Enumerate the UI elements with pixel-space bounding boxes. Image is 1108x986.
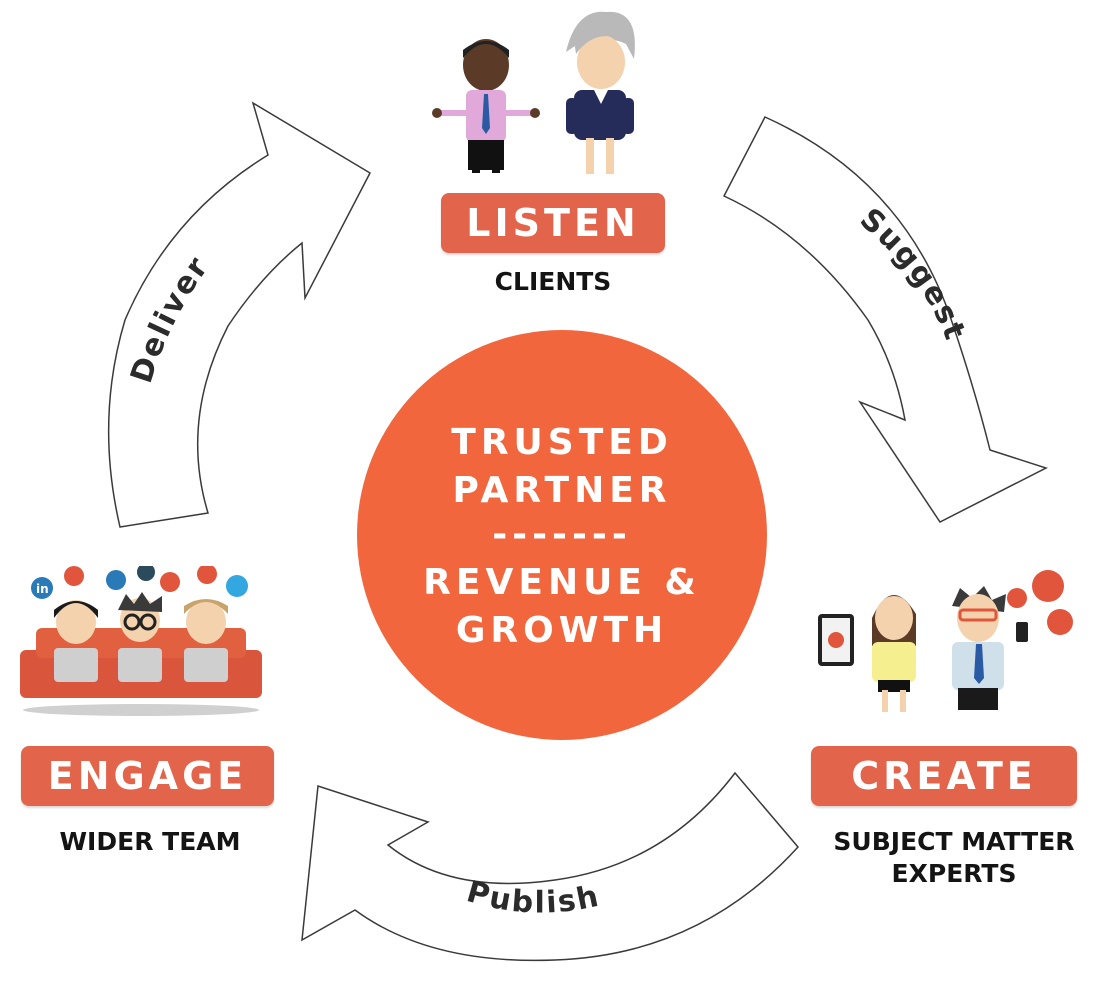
clients-illustration [432, 39, 540, 173]
phone-icon [1016, 622, 1028, 642]
publish-arrow [301, 771, 799, 962]
linkedin-icon [106, 570, 126, 590]
client-woman-illustration [566, 11, 635, 174]
linkedin-icon-text: in [36, 582, 49, 596]
octopus-icon [197, 566, 217, 584]
deliver-arrow [107, 101, 371, 528]
create-subtitle: SUBJECT MATTER EXPERTS [805, 826, 1103, 890]
engage-subtitle: WIDER TEAM [59, 827, 241, 856]
hub-line-growth: GROWTH [455, 610, 669, 651]
create-badge: CREATE [811, 746, 1077, 806]
engage-badge: ENGAGE [21, 746, 274, 806]
listen-badge: LISTEN [441, 193, 665, 253]
wider-team-illustration: in [20, 566, 262, 716]
experts-illustration [818, 570, 1073, 712]
octopus-icon [1047, 609, 1073, 635]
twitter-icon [226, 575, 248, 597]
linkedin-icon [31, 577, 53, 599]
chat-icon [64, 566, 84, 586]
social-icons: in [31, 566, 248, 599]
hub-line-revenue: REVENUE & [423, 562, 701, 603]
create-subtitle-line2: EXPERTS [891, 859, 1017, 888]
center-hub: TRUSTED PARTNER ------- REVENUE & GROWTH [357, 330, 767, 740]
octopus-icon [1032, 570, 1064, 602]
create-label: CREATE [851, 754, 1037, 798]
hub-line-trusted: TRUSTED [451, 422, 673, 463]
engage-label: ENGAGE [47, 754, 248, 798]
hub-line-partner: PARTNER [452, 470, 672, 511]
listen-label: LISTEN [466, 201, 640, 245]
hub-divider: ------- [492, 514, 632, 555]
listen-subtitle: CLIENTS [494, 267, 612, 296]
mail-icon [160, 572, 180, 592]
suggest-arrow [722, 116, 1048, 523]
octopus-icon [1007, 588, 1027, 608]
create-subtitle-line1: SUBJECT MATTER [833, 827, 1075, 856]
phone-icon [137, 566, 155, 581]
